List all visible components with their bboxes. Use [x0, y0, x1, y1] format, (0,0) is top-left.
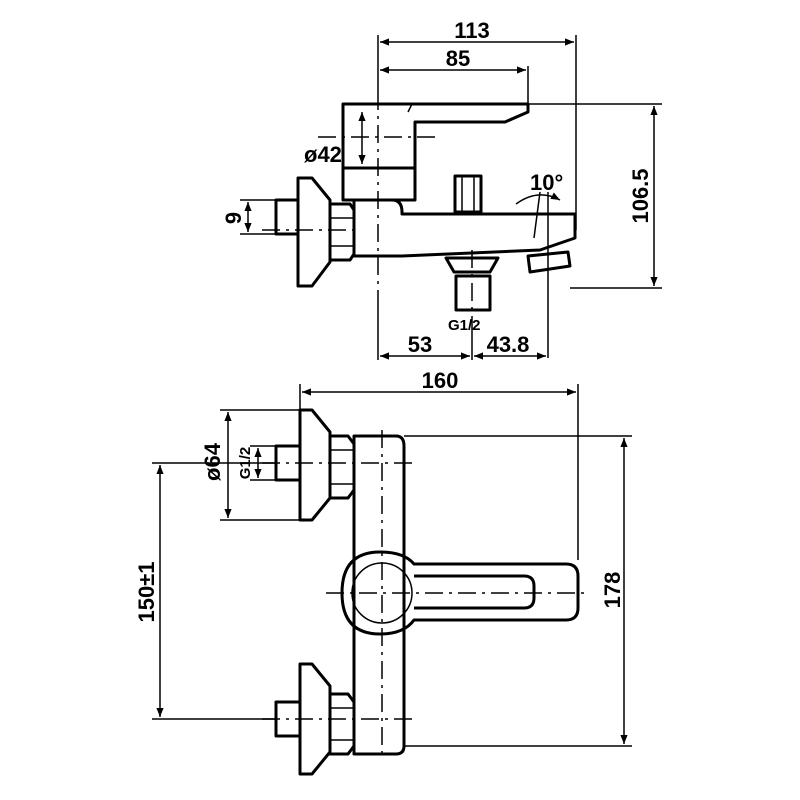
- dim-150: 150±1: [134, 561, 159, 622]
- dim-178: 178: [600, 572, 625, 609]
- top-view: 113 85 106.5 ø42 9 10° 53 43.8 G1/2: [221, 18, 662, 360]
- spout-outlet: [526, 250, 572, 274]
- dim-64: ø64: [200, 442, 225, 481]
- dim-113: 113: [454, 18, 490, 43]
- dim-arc-10: [515, 192, 561, 205]
- lever-handle-top: [341, 102, 530, 170]
- dim-53: 53: [408, 332, 432, 357]
- dim-10-deg: 10°: [530, 170, 563, 195]
- front-view: 160 ø64 G1/2 150±1 178: [134, 368, 632, 776]
- dim-g12-top: G1/2: [448, 317, 481, 334]
- faucet-body-front: [352, 434, 406, 756]
- upper-flange: [298, 408, 332, 522]
- diverter-knob: [453, 174, 483, 214]
- dim-43-8: 43.8: [487, 332, 530, 357]
- lower-hex-nut: [328, 692, 356, 756]
- dim-160: 160: [422, 368, 459, 393]
- upper-hex-nut: [328, 434, 356, 500]
- inlet-pipe-top: [274, 198, 300, 236]
- hose-thread: [454, 274, 492, 312]
- body-connector-top: [352, 198, 577, 258]
- dim-9: 9: [221, 212, 246, 224]
- dim-106-5: 106.5: [628, 168, 653, 223]
- lever-inner-slot: [414, 574, 536, 610]
- dim-42: ø42: [304, 142, 342, 167]
- dim-85: 85: [446, 46, 470, 71]
- wall-flange-top: [296, 176, 332, 288]
- hex-nut-top: [328, 202, 356, 262]
- cartridge-housing: [341, 166, 417, 202]
